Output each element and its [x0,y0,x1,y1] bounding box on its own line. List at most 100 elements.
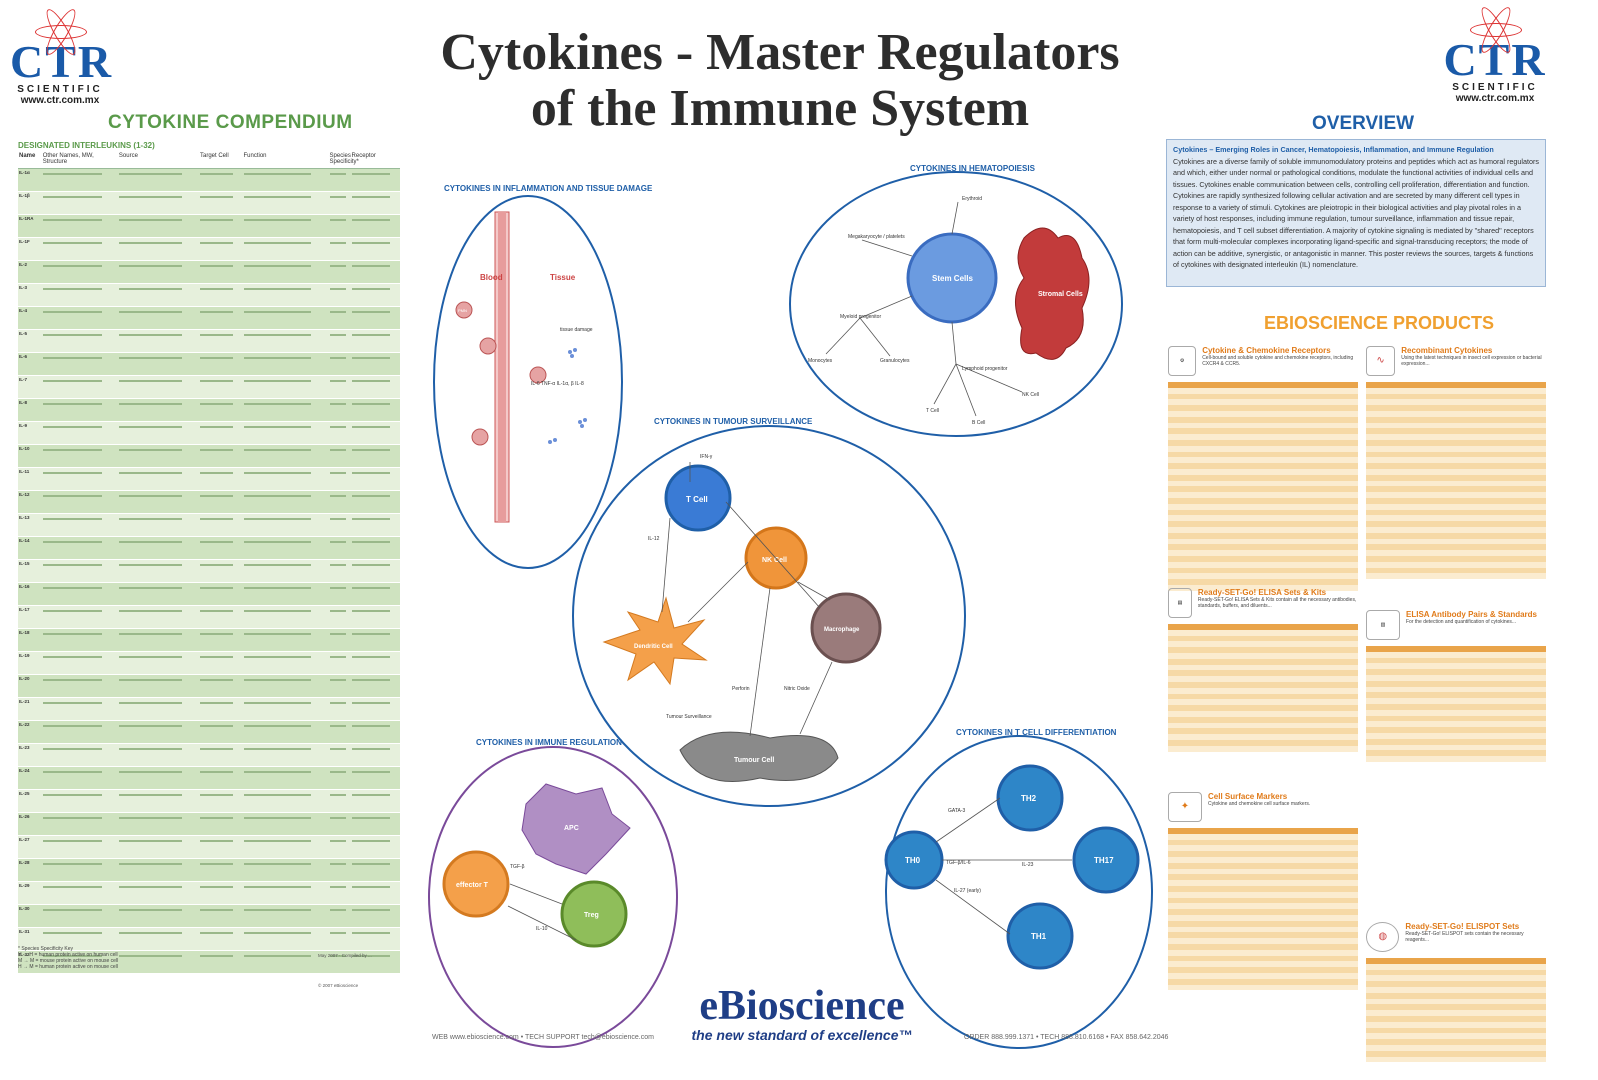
product-table-row [1168,670,1358,677]
product-table-row [1168,544,1358,551]
il12-label: IL-12 [648,536,660,542]
blood-label: Blood [480,273,503,282]
regulation-heading: CYTOKINES IN IMMUNE REGULATION [476,738,622,747]
table-cell [329,514,351,536]
tumour-diagram: T Cell NK Cell Macrophage Dendritic Cell… [572,425,966,807]
myeloid-label: Myeloid progenitor [840,314,881,320]
product-table-row [1366,561,1546,568]
product-block: ▤ Ready-SET-Go! ELISA Sets & Kits Ready-… [1168,588,1358,752]
product-table-row [1366,521,1546,527]
table-cell [199,583,243,605]
table-row: IL-5 [18,330,400,353]
gata3-label: GATA-3 [948,808,966,814]
product-table-row [1168,387,1358,394]
table-row: IL-10 [18,445,400,468]
product-table-row [1366,686,1546,693]
product-table-header [1366,382,1546,388]
product-table-row [1366,416,1546,423]
product-table-row [1168,405,1358,411]
col-header: Species Specificity* [329,153,359,165]
table-row: IL-6 [18,353,400,376]
interleukin-name: IL-12 [19,492,30,497]
table-cell [243,261,329,283]
product-table-row [1168,515,1358,522]
table-cell [199,445,243,467]
product-title: ELISA Antibody Pairs & Standards [1406,610,1537,619]
table-cell [243,560,329,582]
table-cell [243,629,329,651]
table-cell [42,215,118,237]
product-table-row [1366,550,1546,556]
diagram-frame [433,195,623,569]
product-table-row [1168,468,1358,475]
erythroid-label: Erythroid [962,196,982,202]
table-cell [351,422,400,444]
table-cell [243,468,329,490]
table-cell [42,560,118,582]
stem-cells-label: Stem Cells [932,274,973,283]
brand-tagline: the new standard of excellence™ [691,1027,913,1043]
tissue-label: Tissue [550,273,576,282]
product-table-row [1168,664,1358,671]
product-table-row [1366,532,1546,539]
table-cell [329,560,351,582]
table-cell [118,376,199,398]
table-cell [351,514,400,536]
interleukin-name: IL-14 [19,538,30,543]
table-cell [199,192,243,214]
product-table-row [1168,503,1358,510]
nk-cell-label: NK Cell [1022,392,1039,398]
product-desc: For the detection and quantification of … [1406,619,1517,625]
product-table-row [1366,468,1546,475]
table-cell [118,284,199,306]
b-cell-label: B Cell [972,420,985,426]
species-key-item: H → M = human protein active on mouse ce… [18,964,118,970]
table-cell [329,422,351,444]
table-cell [118,491,199,513]
product-table-row [1168,961,1358,968]
table-cell [351,905,400,927]
table-cell [118,882,199,904]
product-table-row [1366,405,1546,411]
il23-label: IL-23 [1022,862,1034,868]
product-table-row [1168,393,1358,400]
product-table-row [1168,457,1358,464]
product-table-row [1366,387,1546,394]
table-cell [351,951,400,973]
overview-lead: Cytokines – Emerging Roles in Cancer, He… [1173,145,1494,154]
lymphoid-label: Lymphoid progenitor [962,366,1008,372]
product-table-row [1366,538,1546,545]
interleukin-name: IL-11 [19,469,30,474]
table-cell [42,951,118,973]
product-table-row [1168,399,1358,406]
pmn-cell [471,428,489,446]
product-block: ◍ Ready-SET-Go! ELISPOT Sets Ready-SET-G… [1366,922,1546,1063]
product-table-row [1168,874,1358,881]
product-table-row [1366,1015,1546,1022]
table-cell [243,928,329,950]
product-table-row [1168,955,1358,962]
interleukin-name: IL-2 [19,262,28,267]
tumour-cell-label: Tumour Cell [734,757,774,764]
interleukin-name: IL-20 [19,676,30,681]
granulocytes-label: Granulocytes [880,358,910,364]
product-block: ✦ Cell Surface Markers Cytokine and chem… [1168,792,1358,991]
table-cell [329,537,351,559]
product-table-row [1366,727,1546,733]
inflammation-diagram: Blood Tissue tissue damage PMN IL-6 TNF-… [433,195,623,569]
table-cell [243,606,329,628]
product-table-row [1366,474,1546,481]
tgf-beta-label: TGF-β [510,864,525,870]
table-cell [199,790,243,812]
table-cell [118,744,199,766]
chart-icon: ∿ [1366,346,1396,376]
species-key-item: M → M = mouse protein active on mouse ce… [18,958,119,964]
table-cell [243,790,329,812]
compendium-subheading: DESIGNATED INTERLEUKINS (1-32) [18,141,155,150]
product-table-row [1168,972,1358,979]
elispot-icon: ◍ [1366,922,1400,952]
product-table-row [1168,943,1358,950]
table-row: IL-1α [18,169,400,192]
col-header: Function [243,153,267,159]
product-table-row [1366,1027,1546,1034]
